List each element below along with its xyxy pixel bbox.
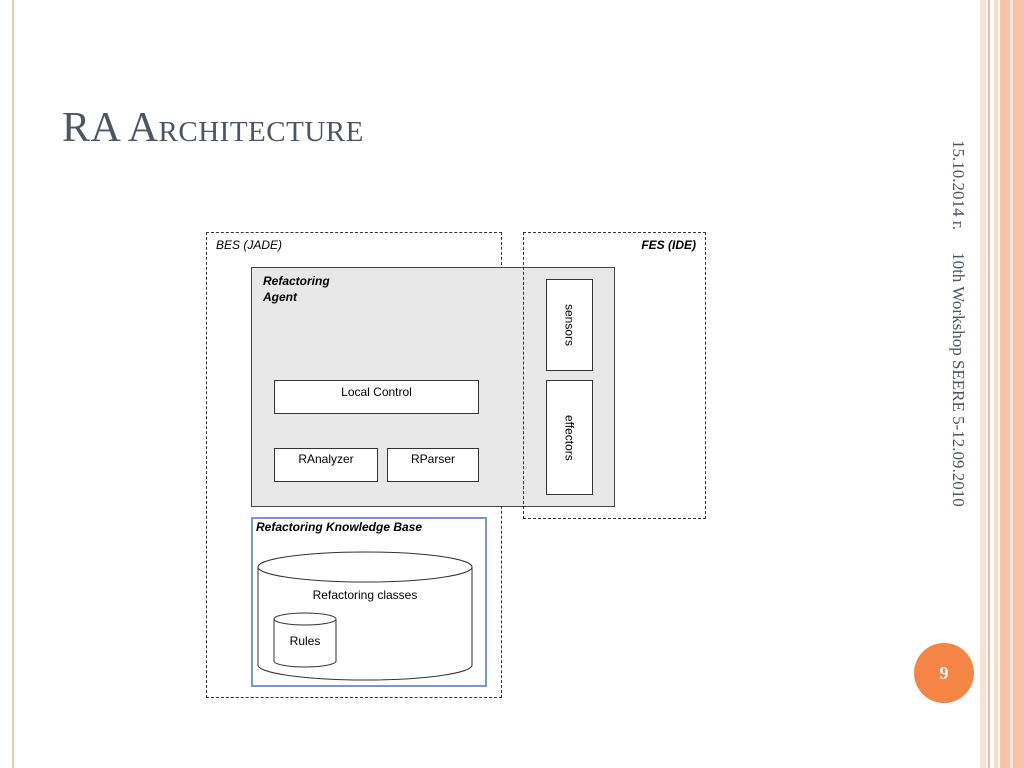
decor-stripe xyxy=(980,0,986,768)
sensors-box: sensors xyxy=(546,279,593,371)
bes-label: BES (JADE) xyxy=(216,238,283,252)
database-cylinders xyxy=(257,551,473,681)
decor-stripe xyxy=(988,0,990,768)
rules-cylinder xyxy=(273,612,337,668)
agent-label: Refactoring Agent xyxy=(263,274,330,304)
fes-region xyxy=(523,232,706,519)
effectors-label: effectors xyxy=(562,414,577,461)
refactoring-classes-label: Refactoring classes xyxy=(312,588,418,602)
slide-date: 15.10.2014 г. xyxy=(949,140,968,231)
decor-stripe xyxy=(1010,0,1013,768)
local-control-box: Local Control xyxy=(274,380,479,414)
slide-side-footer: 15.10.2014 г. 10th Workshop SEERE 5-12.09… xyxy=(948,140,968,507)
decor-stripe xyxy=(994,0,998,768)
rules-label: Rules xyxy=(289,634,321,648)
fes-label: FES (IDE) xyxy=(641,238,696,252)
page-number-badge: 9 xyxy=(914,643,974,703)
left-margin-line xyxy=(12,0,14,768)
rparser-box: RParser xyxy=(387,448,479,482)
knowledge-base-label: Refactoring Knowledge Base xyxy=(256,520,423,534)
sensors-label: sensors xyxy=(562,303,577,347)
workshop-footer: 10th Workshop SEERE 5-12.09.2010 xyxy=(949,252,968,507)
knowledge-base-box xyxy=(251,517,487,687)
ranalyzer-box: RAnalyzer xyxy=(274,448,378,482)
effectors-box: effectors xyxy=(546,380,593,495)
slide-title: RA Architecture xyxy=(62,105,364,151)
